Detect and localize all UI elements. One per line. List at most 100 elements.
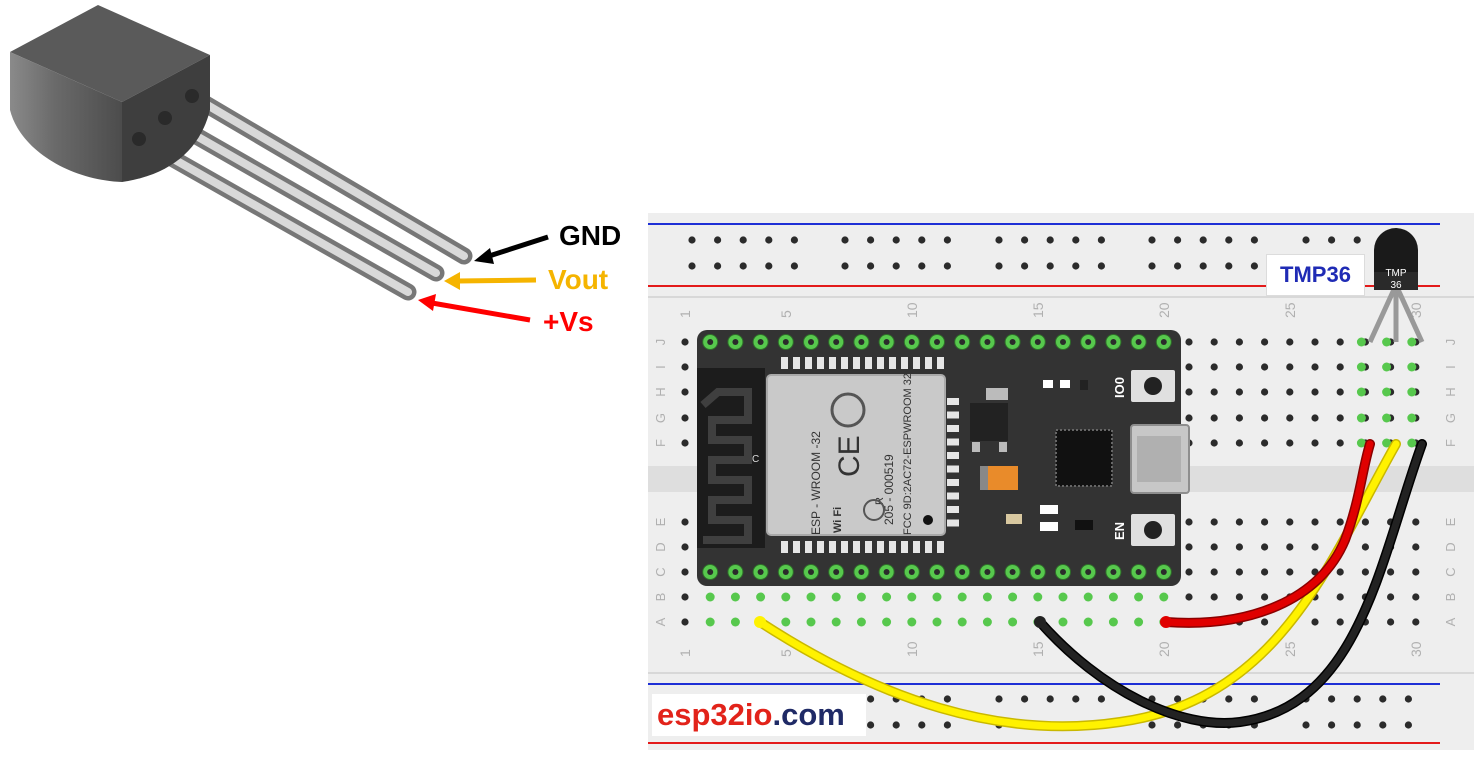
- module-pad: [829, 541, 836, 553]
- breadboard-hole: [1148, 262, 1156, 270]
- breadboard-hole: [1210, 568, 1218, 576]
- column-number-bottom: 25: [1282, 641, 1298, 657]
- column-number-top: 25: [1282, 302, 1298, 318]
- breadboard-hole: [681, 543, 689, 551]
- breadboard-hole: [1097, 236, 1105, 244]
- breadboard-hole: [739, 236, 747, 244]
- esp32-header-pin-hole: [782, 569, 789, 575]
- breadboard-hole: [1185, 414, 1193, 422]
- row-letter-left: H: [653, 387, 668, 396]
- breadboard-hole: [1311, 363, 1319, 371]
- breadboard-hole: [1336, 618, 1344, 626]
- row-letter-left: G: [653, 413, 668, 423]
- breadboard-hole: [1174, 262, 1182, 270]
- breadboard-hole: [1210, 388, 1218, 396]
- esp32-header-pin-hole: [732, 569, 739, 575]
- breadboard-hole: [867, 721, 875, 729]
- breadboard-hole: [1210, 338, 1218, 346]
- breadboard-hole: [1250, 262, 1258, 270]
- breadboard-hole: [790, 236, 799, 244]
- breadboard-hole: [1407, 413, 1417, 423]
- antenna-mark: C: [752, 454, 759, 465]
- gnd-arrow: [485, 234, 549, 260]
- breadboard-hole: [1046, 236, 1054, 244]
- column-number-bottom: 1: [677, 649, 693, 657]
- breadboard-hole: [1210, 593, 1218, 601]
- brand-watermark: esp32io.com: [652, 694, 866, 736]
- module-pad: [901, 541, 908, 553]
- breadboard-hole: [1185, 543, 1193, 551]
- breadboard-hole: [681, 338, 689, 346]
- breadboard-hole: [756, 592, 766, 602]
- breadboard-hole: [1134, 592, 1144, 602]
- tmp36-large-illustration: [10, 5, 473, 301]
- breadboard-hole: [957, 592, 967, 602]
- breadboard-hole: [1302, 236, 1310, 244]
- module-pad: [889, 541, 896, 553]
- breadboard-hole: [688, 262, 696, 270]
- breadboard-hole: [1185, 568, 1193, 576]
- column-number-bottom: 15: [1030, 641, 1046, 657]
- breadboard-hole: [1235, 439, 1243, 447]
- breadboard-hole: [892, 262, 900, 270]
- breadboard-hole: [932, 617, 942, 627]
- breadboard-hole: [1261, 363, 1269, 371]
- module-pad: [913, 357, 920, 369]
- tmp36-small: TMP 36: [1367, 228, 1425, 344]
- row-letter-right: E: [1443, 517, 1458, 526]
- esp32-header-pin-hole: [757, 569, 764, 575]
- module-pad: [901, 357, 908, 369]
- esp32-header-pin-hole: [1034, 569, 1041, 575]
- row-letter-left: D: [653, 542, 668, 551]
- breadboard-hole: [1210, 543, 1218, 551]
- breadboard-hole: [1412, 568, 1420, 576]
- breadboard-hole: [1235, 414, 1243, 422]
- esp32-header-pin-hole: [833, 569, 840, 575]
- io0-label: IO0: [1112, 377, 1127, 398]
- row-letter-right: D: [1443, 542, 1458, 551]
- breadboard-hole: [714, 262, 722, 270]
- breadboard-hole: [1286, 388, 1294, 396]
- esp32-header-pin-hole: [1009, 339, 1016, 345]
- row-letter-right: G: [1443, 413, 1458, 423]
- breadboard-hole: [1311, 414, 1319, 422]
- esp32-header-pin-hole: [959, 339, 966, 345]
- breadboard-hole: [1407, 387, 1417, 397]
- esp32-header-pin-hole: [1160, 339, 1167, 345]
- breadboard-hole: [1210, 414, 1218, 422]
- breadboard-hole: [1382, 387, 1392, 397]
- pin-pointers: [418, 234, 549, 323]
- module-pad: [865, 541, 872, 553]
- breadboard-hole: [1412, 518, 1420, 526]
- module-pad: [947, 452, 959, 459]
- breadboard-hole: [705, 617, 715, 627]
- breadboard-hole: [1336, 518, 1344, 526]
- esp32-header-pin-hole: [883, 339, 890, 345]
- breadboard-hole: [1361, 518, 1369, 526]
- breadboard-hole: [856, 592, 866, 602]
- breadboard-hole: [1210, 439, 1218, 447]
- row-letter-right: B: [1443, 593, 1458, 602]
- usb-uart-chip: [1055, 429, 1113, 487]
- esp32-header-pin-hole: [782, 339, 789, 345]
- breadboard-hole: [790, 262, 799, 270]
- breadboard-hole: [1033, 592, 1043, 602]
- breadboard-hole: [1235, 338, 1243, 346]
- esp32-header-pin-hole: [858, 339, 865, 345]
- breadboard-hole: [1148, 236, 1156, 244]
- module-pad: [925, 541, 932, 553]
- breadboard-hole: [1235, 518, 1243, 526]
- breadboard-hole: [1387, 618, 1395, 626]
- breadboard-hole: [705, 592, 715, 602]
- esp32-header-pin-hole: [732, 339, 739, 345]
- breadboard-hole: [1072, 262, 1080, 270]
- breadboard-hole: [1336, 439, 1344, 447]
- breadboard-hole: [1261, 543, 1269, 551]
- module-pad: [829, 357, 836, 369]
- breadboard-hole: [943, 721, 952, 729]
- breadboard-hole: [841, 236, 849, 244]
- breadboard-hole: [1311, 543, 1319, 551]
- breadboard-hole: [1072, 236, 1080, 244]
- module-pad: [793, 357, 800, 369]
- breadboard-hole: [867, 695, 875, 703]
